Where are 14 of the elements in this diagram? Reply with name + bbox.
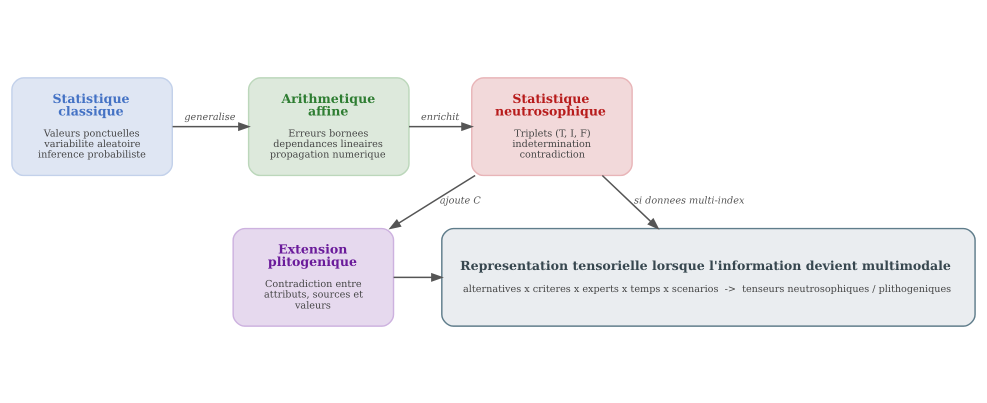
arrow: [394, 272, 444, 282]
arrow: [388, 174, 476, 230]
node-box: Arithmetique affine Erreurs bornees dependances lineaires propagation numerique: [248, 76, 410, 176]
node-box: Extension plitogenique Contradiction entre attributs, sources et valeurs: [232, 227, 394, 326]
arrow: [602, 174, 660, 230]
edge-label: ajoute C: [440, 194, 481, 206]
node-box: Representation tensorielle lorsque l'information devient multimodale alternatives x criteres x experts x temps x scenarios -> tenseurs neutrosophiques / plithogeniques: [441, 227, 976, 326]
node-box: Statistique neutrosophique Triplets (T, I, F) indetermination contradiction: [471, 76, 633, 176]
edge-label: enrichit: [421, 111, 460, 122]
node-box: Statistique classique Valeurs ponctuelles variabilite aleatoire inference probabiliste: [11, 76, 174, 176]
arrow: [172, 122, 251, 131]
edge-label: si donnees multi-index: [634, 194, 744, 206]
edge-label: generalise: [184, 111, 236, 122]
arrow: [409, 122, 474, 131]
